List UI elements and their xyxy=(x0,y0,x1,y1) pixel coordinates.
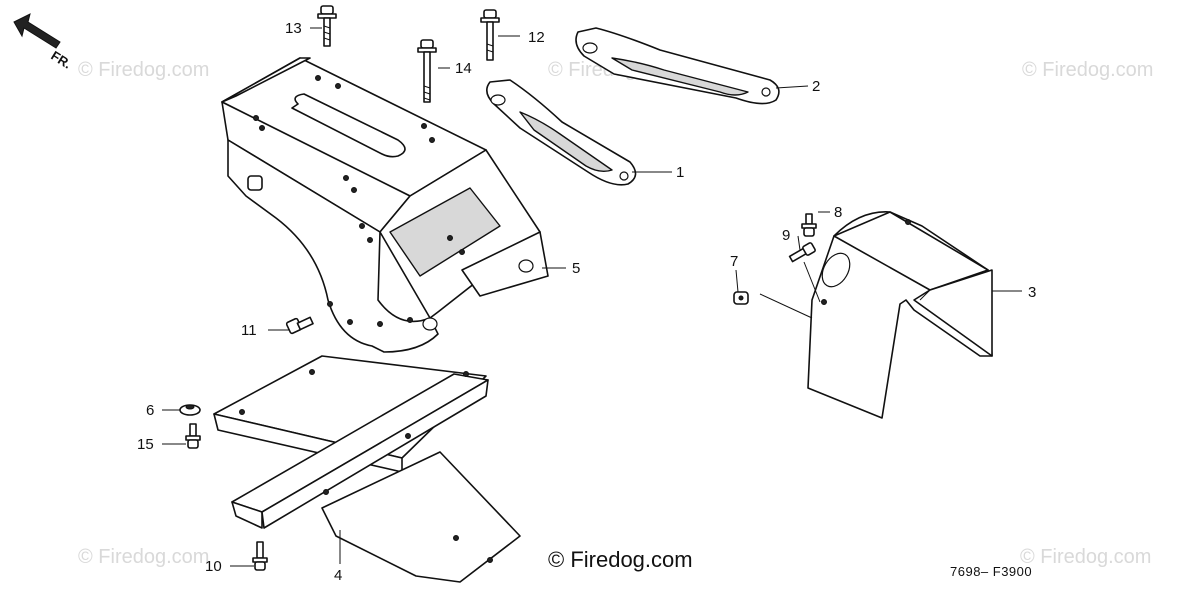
fastener-14-bolt xyxy=(417,39,437,103)
watermark-top-right: © Firedog.com xyxy=(1022,59,1153,81)
callout-2: 2 xyxy=(812,78,820,95)
callout-4: 4 xyxy=(334,567,342,584)
callout-14: 14 xyxy=(455,60,472,77)
callout-12: 12 xyxy=(528,29,545,46)
watermark-top-left: © Firedog.com xyxy=(78,59,209,81)
part-2-arm xyxy=(575,27,780,105)
fastener-10-bolt xyxy=(252,541,268,571)
fastener-6-nut xyxy=(179,404,201,416)
fastener-15-bolt xyxy=(185,423,201,449)
callout-6: 6 xyxy=(146,402,154,419)
fastener-11-bolt xyxy=(285,316,314,335)
callout-10: 10 xyxy=(205,558,222,575)
callout-9: 9 xyxy=(782,227,790,244)
callout-15: 15 xyxy=(137,436,154,453)
part-4-lower-plate xyxy=(213,355,521,583)
fastener-9-bolt xyxy=(788,242,816,263)
watermark-bottom-right: © Firedog.com xyxy=(1020,546,1151,568)
part-3-cover xyxy=(807,211,993,419)
callout-11: 11 xyxy=(241,322,257,339)
direction-label: FR. xyxy=(48,48,74,72)
drawing-code: 7698– F3900 xyxy=(950,564,1032,579)
fastener-7-nut xyxy=(733,291,749,305)
callout-5: 5 xyxy=(572,260,580,277)
callout-7: 7 xyxy=(730,253,738,270)
callout-13: 13 xyxy=(285,20,302,37)
firedog-credit: © Firedog.com xyxy=(548,547,693,572)
fastener-8-bolt xyxy=(801,213,817,237)
front-direction-arrow-icon xyxy=(13,13,61,49)
fastener-12-bolt xyxy=(480,9,500,61)
fastener-13-bolt xyxy=(317,5,337,47)
callout-1: 1 xyxy=(676,164,684,181)
callout-3: 3 xyxy=(1028,284,1036,301)
part-1-arm xyxy=(486,79,637,186)
part-5-mounting-bracket xyxy=(221,57,549,353)
watermark-bottom-left: © Firedog.com xyxy=(78,546,209,568)
leader-lines xyxy=(162,27,1022,567)
callout-8: 8 xyxy=(834,204,842,221)
